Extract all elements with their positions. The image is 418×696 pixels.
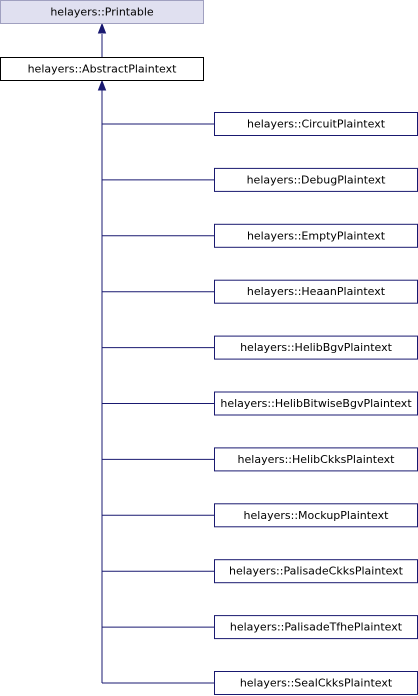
- node-palisade-tfhe-plaintext[interactable]: helayers::PalisadeTfhePlaintext: [214, 615, 418, 640]
- node-circuit-plaintext[interactable]: helayers::CircuitPlaintext: [214, 112, 418, 136]
- node-helib-bitwise-bgv-plaintext-label: helayers::HelibBitwiseBgvPlaintext: [220, 397, 412, 410]
- node-palisade-ckks-plaintext-label: helayers::PalisadeCkksPlaintext: [229, 565, 404, 578]
- node-helib-ckks-plaintext[interactable]: helayers::HelibCkksPlaintext: [214, 447, 418, 472]
- node-mockup-plaintext-label: helayers::MockupPlaintext: [244, 509, 390, 522]
- node-empty-plaintext-label: helayers::EmptyPlaintext: [247, 229, 386, 242]
- node-printable-label: helayers::Printable: [50, 6, 154, 19]
- arrowhead-printable: [97, 22, 107, 34]
- node-debug-plaintext-label: helayers::DebugPlaintext: [247, 173, 387, 186]
- arrowhead-abstract-plaintext: [97, 79, 107, 91]
- node-seal-ckks-plaintext[interactable]: helayers::SealCkksPlaintext: [214, 671, 418, 695]
- node-abstract-plaintext-label: helayers::AbstractPlaintext: [28, 63, 178, 76]
- node-palisade-ckks-plaintext[interactable]: helayers::PalisadeCkksPlaintext: [214, 559, 418, 584]
- node-heaan-plaintext-label: helayers::HeaanPlaintext: [247, 285, 386, 298]
- node-seal-ckks-plaintext-label: helayers::SealCkksPlaintext: [240, 677, 393, 690]
- node-helib-bgv-plaintext[interactable]: helayers::HelibBgvPlaintext: [214, 335, 418, 360]
- node-helib-bitwise-bgv-plaintext[interactable]: helayers::HelibBitwiseBgvPlaintext: [214, 391, 418, 416]
- derived-classes: helayers::CircuitPlaintexthelayers::Debu…: [214, 112, 418, 695]
- inheritance-edges: [97, 22, 215, 684]
- node-empty-plaintext[interactable]: helayers::EmptyPlaintext: [214, 223, 418, 248]
- node-helib-ckks-plaintext-label: helayers::HelibCkksPlaintext: [238, 453, 396, 466]
- node-heaan-plaintext[interactable]: helayers::HeaanPlaintext: [214, 279, 418, 304]
- node-debug-plaintext[interactable]: helayers::DebugPlaintext: [214, 167, 418, 192]
- node-palisade-tfhe-plaintext-label: helayers::PalisadeTfhePlaintext: [230, 621, 403, 634]
- node-printable[interactable]: helayers::Printable: [0, 0, 204, 24]
- node-mockup-plaintext[interactable]: helayers::MockupPlaintext: [214, 503, 418, 528]
- node-abstract-plaintext[interactable]: helayers::AbstractPlaintext: [0, 57, 204, 81]
- node-circuit-plaintext-label: helayers::CircuitPlaintext: [247, 118, 386, 131]
- node-helib-bgv-plaintext-label: helayers::HelibBgvPlaintext: [240, 341, 393, 354]
